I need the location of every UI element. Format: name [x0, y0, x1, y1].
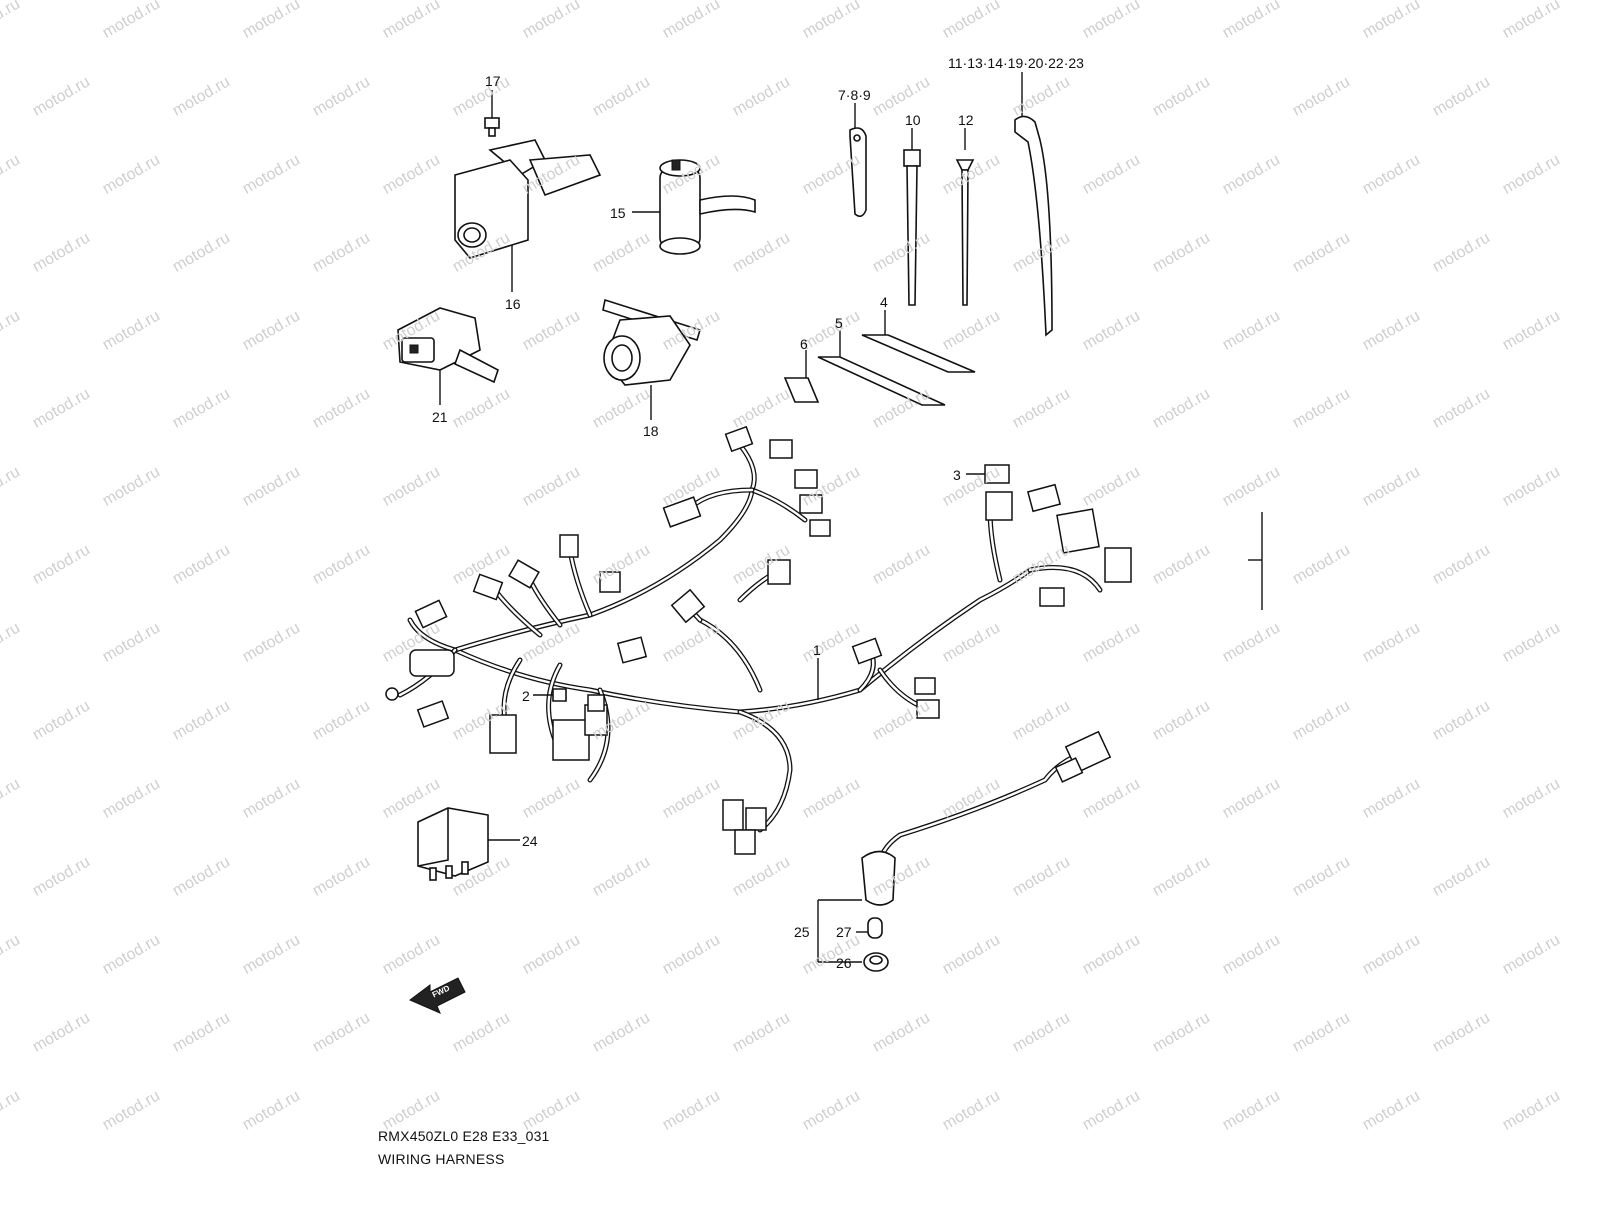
part-6-pad [783, 350, 820, 403]
callout-3: 3 [953, 467, 961, 483]
part-10-tie [903, 128, 921, 306]
fwd-arrow-icon [409, 977, 466, 1014]
part-12-tie [955, 128, 975, 306]
callout-4: 4 [880, 294, 888, 310]
callout-6: 6 [800, 336, 808, 352]
callout-21: 21 [432, 409, 448, 425]
diagram-title: WIRING HARNESS [378, 1151, 505, 1167]
part-18-switch [602, 298, 701, 420]
callout-16: 16 [505, 296, 521, 312]
callout-27: 27 [836, 924, 852, 940]
callout-17: 17 [485, 73, 501, 89]
callout-12: 12 [958, 112, 974, 128]
callout-15: 15 [610, 205, 626, 221]
part-4-tape [861, 310, 976, 373]
part-24-relay [417, 807, 520, 881]
part-25-plug-cap-assembly [817, 730, 1112, 972]
callout-5: 5 [835, 315, 843, 331]
part-11-23-tie [1014, 72, 1053, 337]
diagram-code: RMX450ZL0 E28 E33_031 [378, 1128, 550, 1144]
part-15-sleeve [632, 159, 756, 255]
callout-10: 10 [905, 112, 921, 128]
callout-24: 24 [522, 833, 538, 849]
part-21-switch [397, 307, 499, 405]
part-1-main-harness [385, 425, 1132, 855]
callout-25: 25 [794, 924, 810, 940]
callout-18: 18 [643, 423, 659, 439]
callout-1: 1 [813, 642, 821, 658]
callout-7-8-9: 7·8·9 [838, 87, 871, 103]
part-17-bolt [484, 90, 500, 137]
part-7-8-9-clamp [849, 103, 867, 218]
callout-2: 2 [522, 688, 530, 704]
part-16-switch [454, 139, 602, 292]
part-5-tape [817, 330, 946, 406]
callout-11-23: 11·13·14·19·20·22·23 [948, 55, 1084, 71]
part-2-fuse [533, 688, 567, 702]
callout-26: 26 [836, 955, 852, 971]
page-edge-mark [1248, 512, 1263, 610]
